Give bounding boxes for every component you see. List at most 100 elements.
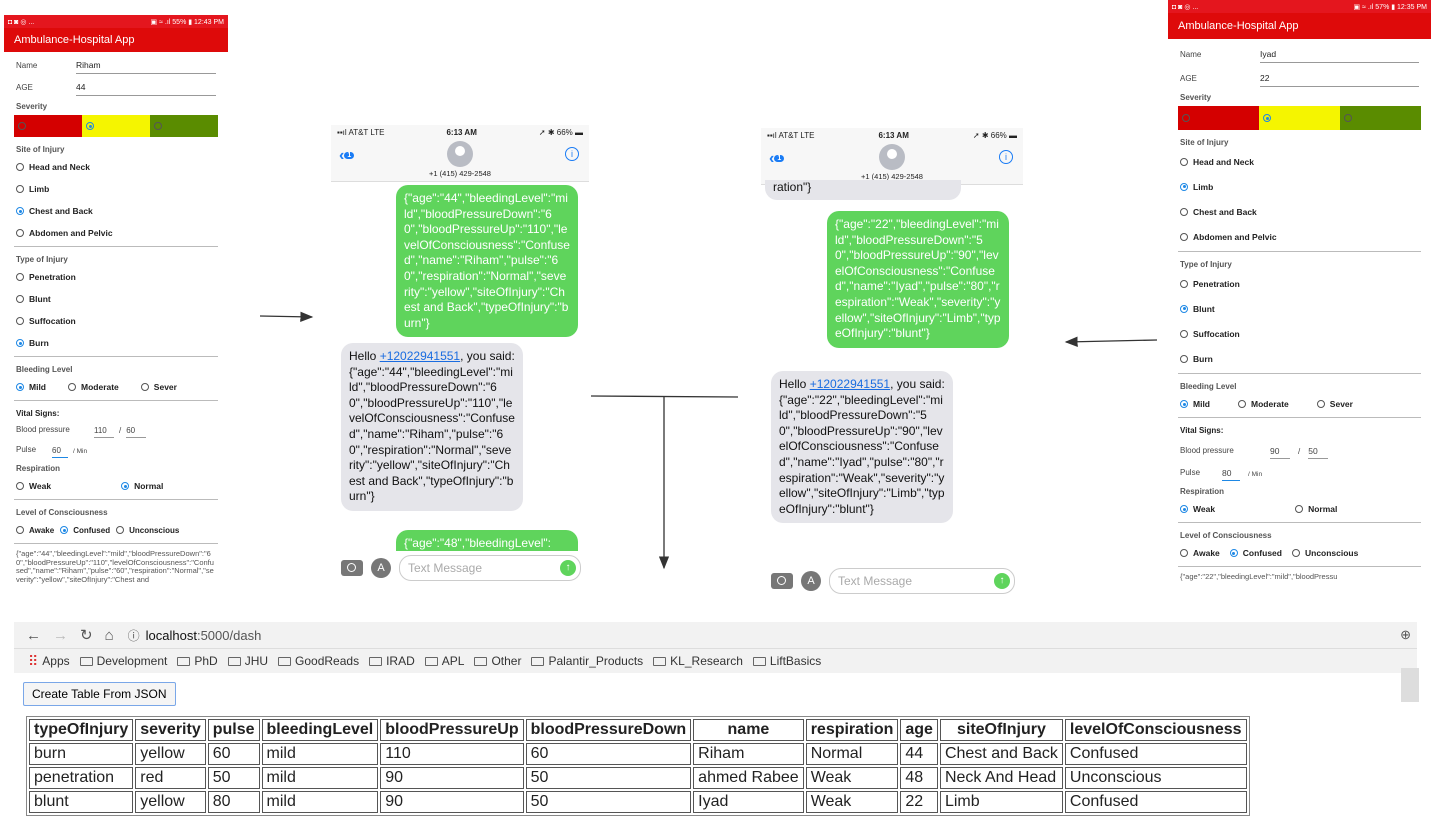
- radio-option[interactable]: Normal: [1295, 504, 1337, 514]
- radio-option[interactable]: Unconscious: [1291, 548, 1358, 558]
- radio-option[interactable]: Chest and Back: [4, 200, 228, 222]
- zoom-icon[interactable]: ⊕: [1400, 627, 1411, 642]
- contact-number[interactable]: +1 (415) 429-2548: [429, 169, 491, 178]
- url-input[interactable]: localhost:5000/dash: [146, 628, 262, 643]
- radio-option[interactable]: Weak: [16, 481, 51, 491]
- radio-option[interactable]: Moderate: [1238, 399, 1289, 409]
- severity-yellow[interactable]: [82, 115, 150, 137]
- pulse-field[interactable]: 60: [52, 446, 68, 458]
- bp-up-field[interactable]: 90: [1270, 446, 1290, 459]
- radio-option[interactable]: Confused: [60, 526, 110, 535]
- contact-number[interactable]: +1 (415) 429-2548: [861, 172, 923, 181]
- reload-icon[interactable]: ↻: [80, 627, 93, 644]
- divider: [1178, 522, 1421, 523]
- send-icon[interactable]: ↑: [994, 573, 1010, 589]
- radio-option[interactable]: Sever: [1316, 399, 1353, 409]
- radio-option[interactable]: Suffocation: [4, 310, 228, 332]
- radio-option[interactable]: Penetration: [4, 266, 228, 288]
- home-icon[interactable]: ⌂: [104, 626, 114, 644]
- battery: ➚ ✱ 66% ▬: [538, 127, 583, 137]
- severity-green[interactable]: [1340, 106, 1421, 130]
- radio-option[interactable]: Moderate: [68, 382, 119, 392]
- bookmark-folder[interactable]: Palantir_Products: [531, 654, 643, 668]
- bookmark-apps[interactable]: ⠿Apps: [28, 653, 70, 670]
- camera-icon[interactable]: [341, 560, 363, 576]
- name-field[interactable]: Riham: [76, 60, 216, 74]
- severity-red[interactable]: [1178, 106, 1259, 130]
- radio-option[interactable]: Abdomen and Pelvic: [1168, 224, 1431, 249]
- name-field[interactable]: Iyad: [1260, 49, 1419, 63]
- radio-option[interactable]: Abdomen and Pelvic: [4, 222, 228, 244]
- info-icon[interactable]: ⓘ: [127, 628, 140, 643]
- name-row[interactable]: Name Riham: [4, 52, 228, 74]
- radio-option[interactable]: Confused: [1229, 548, 1282, 558]
- radio-option[interactable]: Head and Neck: [4, 156, 228, 178]
- bookmark-folder[interactable]: PhD: [177, 654, 218, 668]
- back-button[interactable]: ‹1: [769, 150, 785, 168]
- bookmark-folder[interactable]: APL: [424, 654, 464, 668]
- radio-option[interactable]: Weak: [1180, 504, 1215, 514]
- radio-option[interactable]: Penetration: [1168, 271, 1431, 296]
- bp-down-field[interactable]: 50: [1308, 446, 1329, 459]
- severity-selector[interactable]: [14, 115, 218, 137]
- avatar[interactable]: [879, 144, 905, 170]
- radio-label: Weak: [29, 481, 52, 491]
- info-icon[interactable]: i: [565, 147, 579, 161]
- bookmark-folder[interactable]: KL_Research: [653, 654, 743, 668]
- radio-option[interactable]: Suffocation: [1168, 321, 1431, 346]
- severity-green[interactable]: [150, 115, 218, 137]
- bookmark-folder[interactable]: IRAD: [369, 654, 415, 668]
- radio-option[interactable]: Mild: [16, 382, 46, 392]
- back-arrow-icon[interactable]: ←: [26, 626, 41, 644]
- radio-option[interactable]: Awake: [16, 526, 54, 535]
- bp-up-field[interactable]: 110: [94, 426, 114, 438]
- radio-option[interactable]: Blunt: [1168, 296, 1431, 321]
- severity-yellow[interactable]: [1259, 106, 1340, 130]
- bookmark-folder[interactable]: Other: [474, 654, 521, 668]
- forward-arrow-icon[interactable]: →: [53, 626, 68, 644]
- phone-link[interactable]: +12022941551: [809, 377, 891, 391]
- radio-option[interactable]: Limb: [1168, 174, 1431, 199]
- radio-option[interactable]: Mild: [1180, 399, 1210, 409]
- scrollbar-thumb[interactable]: [1401, 668, 1419, 702]
- message-input[interactable]: Text Message↑: [399, 555, 581, 581]
- radio-option[interactable]: Blunt: [4, 288, 228, 310]
- back-button[interactable]: ‹1: [339, 147, 355, 165]
- bookmark-folder[interactable]: LiftBasics: [752, 654, 821, 668]
- radio-option[interactable]: Sever: [140, 382, 177, 392]
- bookmark-folder[interactable]: JHU: [227, 654, 268, 668]
- age-field[interactable]: 44: [76, 82, 216, 96]
- received-message: Hello +12022941551, you said:{"age":"22"…: [771, 371, 953, 524]
- info-icon[interactable]: i: [999, 150, 1013, 164]
- radio-option[interactable]: Awake: [1180, 548, 1220, 558]
- column-header: siteOfInjury: [939, 719, 1063, 741]
- age-field[interactable]: 22: [1260, 73, 1419, 87]
- appstore-icon[interactable]: A: [801, 571, 821, 591]
- radio-option[interactable]: Head and Neck: [1168, 149, 1431, 174]
- send-icon[interactable]: ↑: [560, 560, 576, 576]
- bookmark-folder[interactable]: GoodReads: [278, 654, 359, 668]
- phone-link[interactable]: +12022941551: [379, 349, 461, 363]
- severity-selector[interactable]: [1178, 106, 1421, 130]
- radio-option[interactable]: Normal: [121, 481, 163, 491]
- create-table-button[interactable]: Create Table From JSON: [23, 682, 176, 706]
- name-label: Name: [16, 61, 38, 70]
- avatar[interactable]: [447, 141, 473, 167]
- radio-option[interactable]: Limb: [4, 178, 228, 200]
- camera-icon[interactable]: [771, 573, 793, 589]
- radio-option[interactable]: Chest and Back: [1168, 199, 1431, 224]
- bp-down-field[interactable]: 60: [126, 426, 147, 438]
- appstore-icon[interactable]: A: [371, 558, 391, 578]
- radio-option[interactable]: Burn: [1168, 346, 1431, 371]
- message-input[interactable]: Text Message↑: [829, 568, 1015, 594]
- radio-option[interactable]: Unconscious: [116, 526, 179, 535]
- severity-red[interactable]: [14, 115, 82, 137]
- radio-option[interactable]: Burn: [4, 332, 228, 354]
- reply-prefix: Hello: [349, 349, 380, 363]
- bookmark-folder[interactable]: Development: [79, 654, 167, 668]
- pulse-field[interactable]: 80: [1222, 468, 1240, 481]
